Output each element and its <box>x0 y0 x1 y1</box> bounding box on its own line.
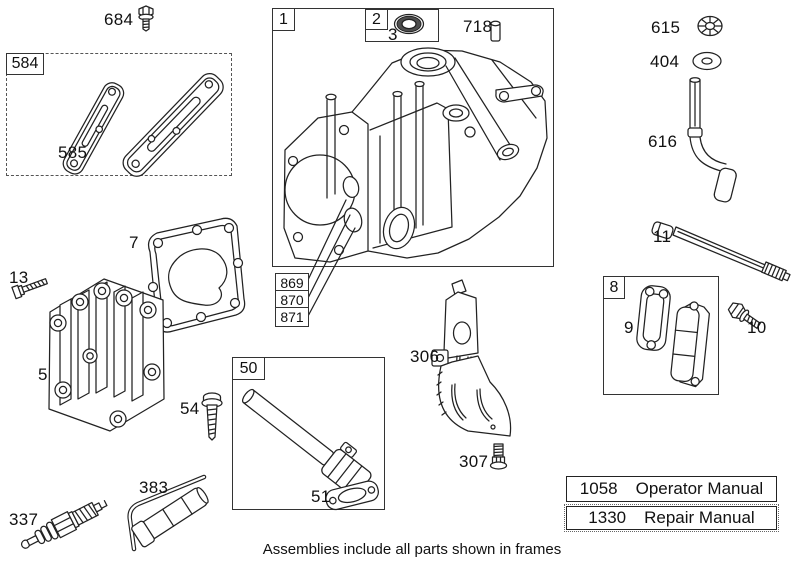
crankcase-cylinder-drawing <box>283 47 548 263</box>
bolt-307-drawing <box>489 443 508 470</box>
operator-manual-number: 1058 <box>579 479 618 498</box>
frame-breather-gasket-set: 584 <box>6 53 232 176</box>
spark-plug-drawing <box>20 500 108 549</box>
part-label-3: 3 <box>388 25 398 44</box>
part-label-306: 306 <box>410 347 440 366</box>
frame-muffler-kit: 8 <box>603 276 719 395</box>
part-label-7: 7 <box>129 233 139 252</box>
bolt-10-drawing <box>727 302 761 329</box>
fill-tube-assembly-drawing <box>241 388 379 511</box>
operator-manual-title: Operator Manual <box>635 479 764 498</box>
dipstick-drawing <box>651 221 791 282</box>
frame-seal-kit: 2 <box>365 9 439 42</box>
flat-washer-drawing <box>692 51 722 71</box>
frame-label-1: 1 <box>272 8 295 31</box>
frame-label-50: 50 <box>232 357 265 380</box>
dowel-pin-drawing <box>490 20 501 42</box>
exhaust-gasket-drawing <box>636 285 671 351</box>
part-label-404: 404 <box>650 52 680 71</box>
screw-54-drawing <box>201 392 223 441</box>
part-label-616: 616 <box>648 132 678 151</box>
oil-fill-tube-drawing <box>687 77 737 203</box>
breather-gaskets-drawing <box>62 73 224 177</box>
bolt-684-drawing <box>138 5 154 32</box>
part-label-718: 718 <box>463 17 493 36</box>
part-label-585: 585 <box>58 143 88 162</box>
frame-label-2: 2 <box>365 9 388 30</box>
part-label-11: 11 <box>653 227 672 246</box>
frame-label-584: 584 <box>6 53 44 75</box>
muffler-drawing <box>670 301 710 388</box>
part-label-51: 51 <box>311 487 331 506</box>
part-label-383: 383 <box>139 478 169 497</box>
part-label-337: 337 <box>9 510 39 529</box>
star-washer-drawing <box>697 15 723 37</box>
part-label-10: 10 <box>747 318 767 337</box>
frame-cylinder-assembly: 1 <box>272 8 554 267</box>
muffler-guard-drawing <box>431 279 512 437</box>
part-label-13: 13 <box>9 268 29 287</box>
part-label-5: 5 <box>38 365 48 384</box>
callout-leader-lines <box>306 199 356 319</box>
oil-seal-drawing <box>393 13 425 35</box>
part-label-684: 684 <box>104 10 134 29</box>
head-gasket-drawing <box>147 217 246 333</box>
plug-wrench-drawing <box>127 474 209 552</box>
bolt-13-drawing <box>11 278 48 300</box>
footer-note: Assemblies include all parts shown in fr… <box>262 541 562 558</box>
cylinder-head-drawing <box>48 278 165 432</box>
repair-manual-title: Repair Manual <box>644 508 755 527</box>
repair-manual-row: 1330 Repair Manual <box>564 504 779 532</box>
part-label-307: 307 <box>459 452 489 471</box>
callout-871: 871 <box>275 307 309 327</box>
operator-manual-row: 1058 Operator Manual <box>566 476 777 502</box>
frame-oil-fill-kit: 50 <box>232 357 385 510</box>
part-label-615: 615 <box>651 18 681 37</box>
part-label-54: 54 <box>180 399 200 418</box>
repair-manual-number: 1330 <box>588 508 627 527</box>
frame-label-8: 8 <box>603 276 625 299</box>
part-label-9: 9 <box>624 318 634 337</box>
